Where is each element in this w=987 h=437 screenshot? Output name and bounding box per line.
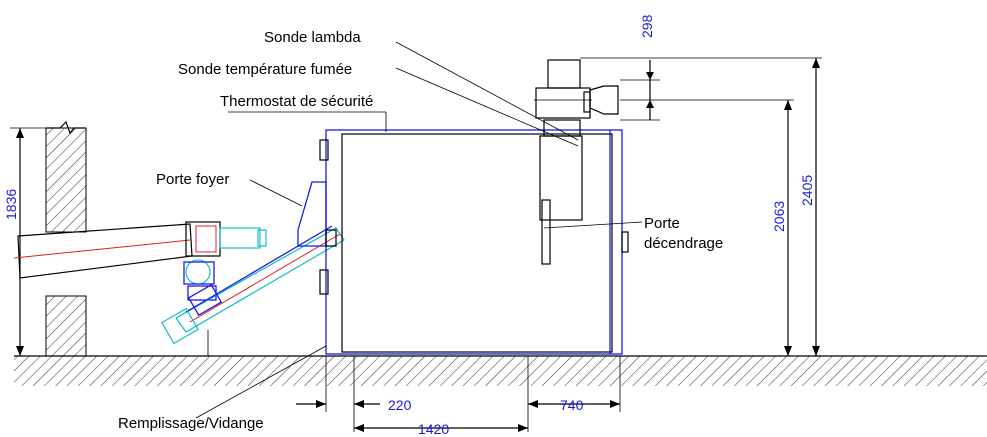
label-porte-foyer: Porte foyer <box>156 171 229 188</box>
label-thermostat: Thermostat de sécurité <box>220 93 373 110</box>
rear-handle <box>621 231 629 253</box>
dimension-lines-right <box>580 57 822 356</box>
dim-298: 298 <box>639 14 655 38</box>
dim-1420: 1420 <box>418 421 449 437</box>
rotary-valve <box>183 259 217 301</box>
label-remplissage: Remplissage/Vidange <box>118 415 264 432</box>
dim-740: 740 <box>560 397 584 413</box>
feed-screw-upper <box>13 221 267 279</box>
dim-1836: 1836 <box>3 189 19 220</box>
leader-lines <box>195 41 643 419</box>
dim-2063: 2063 <box>771 201 787 232</box>
feed-screw-lower <box>161 225 345 356</box>
label-sonde-lambda: Sonde lambda <box>264 29 361 46</box>
front-door <box>297 139 337 295</box>
dimension-lines-bottom <box>296 356 621 432</box>
dimension-1836 <box>16 128 24 356</box>
boiler-casing <box>325 129 623 355</box>
wall <box>10 120 87 357</box>
floor <box>14 355 987 386</box>
dim-2405: 2405 <box>799 175 815 206</box>
chimney-assembly <box>534 59 619 265</box>
label-sonde-temperature: Sonde température fumée <box>178 61 352 78</box>
label-porte-decendrage-line1: Porte <box>644 215 680 232</box>
label-porte-decendrage-line2: décendrage <box>644 235 723 252</box>
dim-220: 220 <box>388 397 412 413</box>
